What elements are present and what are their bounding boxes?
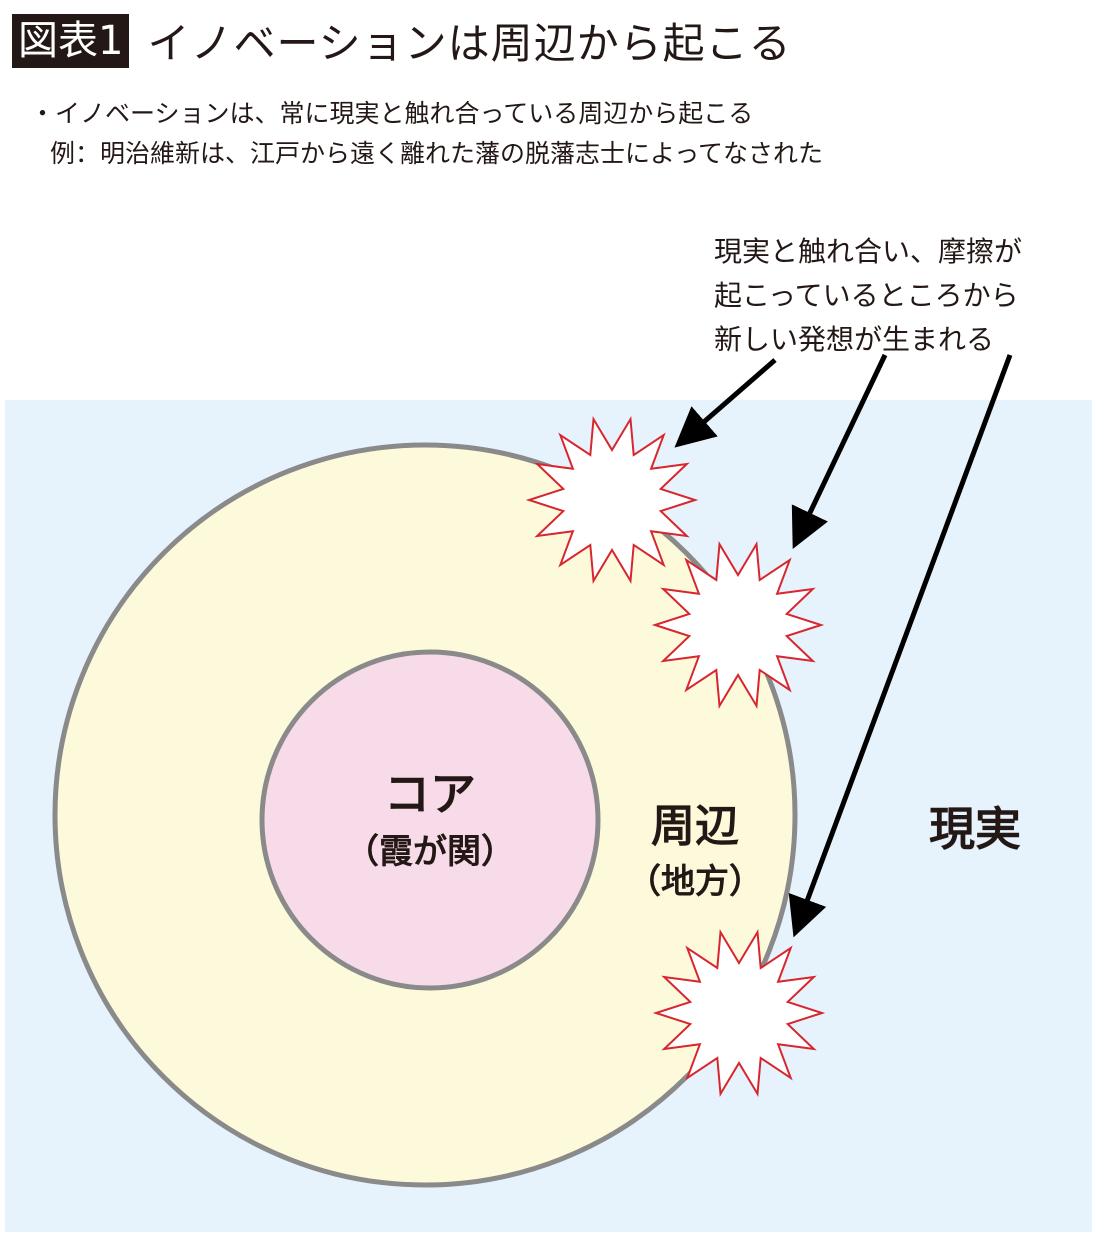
periphery-title: 周辺 <box>651 801 739 852</box>
bullet-item: 例：明治維新は、江戸から遠く離れた藩の脱藩志士によってなされた <box>50 139 824 168</box>
annotation-text: 現実と触れ合い、摩擦が 起こっているところから 新しい発想が生まれる <box>714 230 1022 362</box>
core-subtitle: （霞が関） <box>345 832 515 872</box>
periphery-subtitle: （地方） <box>627 862 763 902</box>
annotation-line: 現実と触れ合い、摩擦が <box>714 235 1023 268</box>
periphery-label: 周辺 （地方） <box>600 790 790 903</box>
reality-label: 現実 <box>929 802 1021 856</box>
friction-starburst <box>651 540 825 710</box>
core-title: コア <box>384 767 476 821</box>
core-circle <box>259 649 601 991</box>
annotation-line: 新しい発想が生まれる <box>714 323 995 356</box>
core-label: コア （霞が関） <box>330 758 530 873</box>
arrow-3 <box>788 354 1013 938</box>
arrow-1 <box>674 358 777 448</box>
bullet-list: ・イノベーションは、常に現実と触れ合っている周辺から起こる 例：明治維新は、江戸… <box>30 94 823 174</box>
title-bar: 図表1 イノベーションは周辺から起こる <box>12 10 792 71</box>
bullet-item: ・イノベーションは、常に現実と触れ合っている周辺から起こる <box>30 99 754 128</box>
page-title: イノベーションは周辺から起こる <box>147 19 792 68</box>
annotation-line: 起こっているところから <box>714 279 1019 312</box>
friction-starburst <box>652 928 826 1098</box>
figure-badge: 図表1 <box>12 13 130 68</box>
arrow-2 <box>791 353 888 550</box>
friction-starburst <box>525 415 699 585</box>
